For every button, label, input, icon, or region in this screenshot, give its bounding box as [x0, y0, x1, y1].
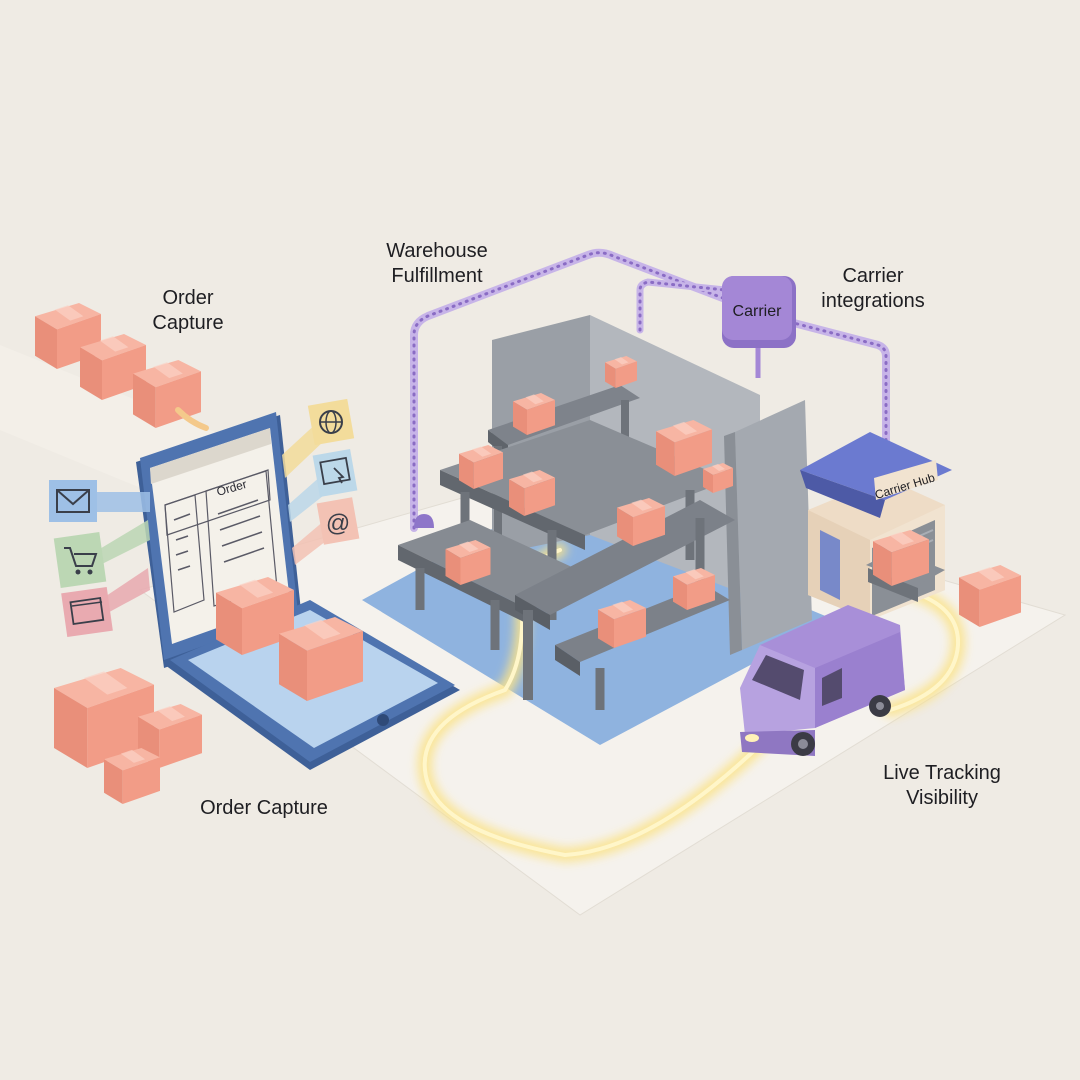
connector-carrier — [636, 278, 729, 334]
carrier-badge: Carrier — [722, 276, 796, 348]
connector-warehouse — [410, 248, 732, 532]
globe-icon — [307, 398, 355, 446]
label-warehouse-line1: Warehouse — [386, 240, 488, 262]
carrier-hub — [800, 432, 952, 620]
delivery-van — [740, 605, 905, 756]
browser-icon — [61, 587, 113, 637]
label-carrier-integrations: Carrier integrations — [800, 264, 946, 314]
carrier-badge-text: Carrier — [733, 303, 783, 320]
label-order-capture-top-line2: Capture — [152, 312, 224, 334]
label-order-capture-top-line1: Order — [162, 287, 214, 309]
label-carrier-line2: integrations — [821, 290, 925, 312]
label-carrier-line1: Carrier — [842, 265, 904, 287]
label-order-capture-bottom-text: Order Capture — [200, 797, 328, 819]
captured-boxes — [54, 668, 202, 804]
at-sign-icon: @ — [316, 497, 360, 545]
label-live-tracking-line1: Live Tracking — [883, 762, 1001, 784]
svg-text:@: @ — [326, 510, 350, 537]
cursor-window-icon — [312, 449, 358, 497]
cart-icon — [53, 532, 107, 588]
label-live-tracking: Live Tracking Visibility — [862, 761, 1022, 811]
label-warehouse-fulfillment: Warehouse Fulfillment — [362, 239, 512, 289]
label-live-tracking-line2: Visibility — [906, 787, 978, 809]
label-warehouse-line2: Fulfillment — [391, 265, 483, 287]
envelope-icon — [49, 480, 97, 522]
label-order-capture-top: Order Capture — [130, 286, 246, 336]
label-order-capture-bottom: Order Capture — [182, 796, 346, 821]
channel-ribbons — [95, 420, 330, 616]
